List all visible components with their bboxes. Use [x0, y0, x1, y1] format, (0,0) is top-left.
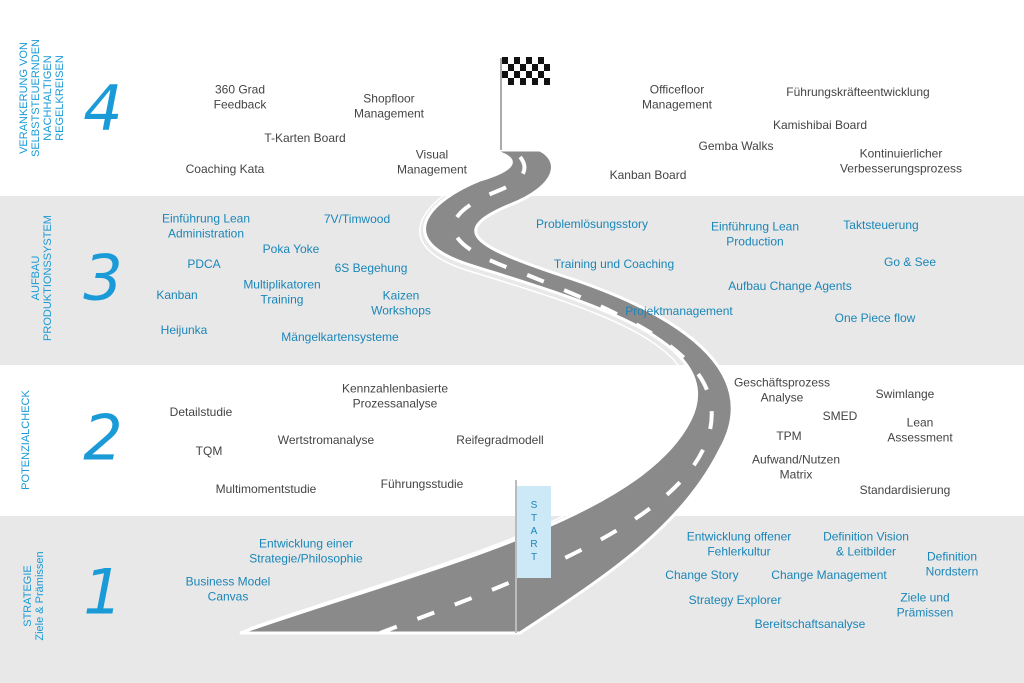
- method-item: Reifegradmodell: [456, 432, 544, 447]
- method-item: Kontinuierlicher Verbesserungsprozess: [839, 146, 963, 176]
- method-item: Poka Yoke: [262, 241, 320, 256]
- method-item: Detailstudie: [169, 404, 233, 419]
- method-item: Mängelkartensysteme: [281, 329, 399, 344]
- method-item: Führungskräfteentwicklung: [786, 84, 930, 99]
- method-item: Gemba Walks: [698, 138, 774, 153]
- method-item: Visual Management: [396, 147, 468, 177]
- method-item: Problemlösungsstory: [535, 216, 649, 231]
- method-item: Einführung Lean Production: [710, 219, 800, 249]
- method-item: TPM: [776, 428, 802, 443]
- method-item: Change Story: [665, 567, 739, 582]
- level-4-label: VERANKERUNG VON SELBSTSTEUERNDEN NACHHAL…: [18, 39, 66, 157]
- level-3-label: AUFBAU PRODUKTIONSSYSTEM: [30, 215, 54, 341]
- method-item: Kaizen Workshops: [371, 288, 431, 318]
- method-item: TQM: [195, 443, 223, 458]
- method-item: Aufwand/Nutzen Matrix: [751, 452, 841, 482]
- method-item: Kanban: [156, 287, 198, 302]
- method-item: Ziele und Prämissen: [896, 590, 954, 620]
- method-item: 7V/Timwood: [323, 211, 391, 226]
- method-item: PDCA: [187, 256, 221, 271]
- method-item: Heijunka: [160, 322, 208, 337]
- method-item: Go & See: [883, 254, 937, 269]
- road: [239, 148, 734, 635]
- method-item: Wertstromanalyse: [277, 432, 375, 447]
- checkered-flag-icon: [502, 57, 550, 85]
- method-item: Standardisierung: [859, 482, 951, 497]
- level-2-band: [0, 365, 1024, 516]
- method-item: Multiplikatoren Training: [243, 277, 321, 307]
- method-item: Kamishibai Board: [772, 117, 868, 132]
- method-item: Entwicklung offener Fehlerkultur: [686, 529, 792, 559]
- method-item: Kanban Board: [609, 167, 687, 182]
- level-1-number: 1: [83, 555, 123, 629]
- method-item: T-Karten Board: [264, 130, 346, 145]
- method-item: One Piece flow: [834, 310, 916, 325]
- method-item: Definition Nordstern: [925, 549, 979, 579]
- method-item: Einführung Lean Administration: [161, 211, 251, 241]
- method-item: Aufbau Change Agents: [728, 278, 852, 293]
- method-item: 6S Begehung: [334, 260, 408, 275]
- method-item: Change Management: [771, 567, 887, 582]
- level-3-number: 3: [83, 241, 123, 315]
- method-item: Lean Assessment: [887, 415, 953, 445]
- method-item: Definition Vision & Leitbilder: [823, 529, 909, 559]
- method-item: Multimomentstudie: [215, 481, 317, 496]
- method-item: Shopfloor Management: [353, 91, 425, 121]
- method-item: Kennzahlenbasierte Prozessanalyse: [341, 381, 449, 411]
- method-item: SMED: [822, 408, 858, 423]
- level-2-number: 2: [83, 401, 123, 475]
- method-item: 360 Grad Feedback: [213, 82, 267, 112]
- start-banner: START: [517, 486, 551, 578]
- level-1-label: STRATEGIE Ziele & Prämissen: [22, 551, 46, 641]
- method-item: Coaching Kata: [185, 161, 265, 176]
- method-item: Taktsteuerung: [843, 217, 919, 232]
- road-edge: [249, 175, 691, 629]
- level-3-band: [0, 196, 1024, 365]
- method-item: Officefloor Management: [641, 82, 713, 112]
- method-item: Projektmanagement: [625, 303, 733, 318]
- level-4-number: 4: [83, 71, 123, 145]
- method-item: Führungsstudie: [380, 476, 464, 491]
- method-item: Business Model Canvas: [185, 574, 271, 604]
- method-item: Entwicklung einer Strategie/Philosophie: [249, 536, 363, 566]
- method-item: Strategy Explorer: [688, 592, 782, 607]
- method-item: Training und Coaching: [553, 256, 675, 271]
- method-item: Geschäftsprozess Analyse: [733, 375, 831, 405]
- method-item: Swimlange: [875, 386, 935, 401]
- level-2-label: POTENZIALCHECK: [20, 390, 32, 490]
- road-center-line: [379, 150, 714, 635]
- method-item: Bereitschaftsanalyse: [754, 616, 866, 631]
